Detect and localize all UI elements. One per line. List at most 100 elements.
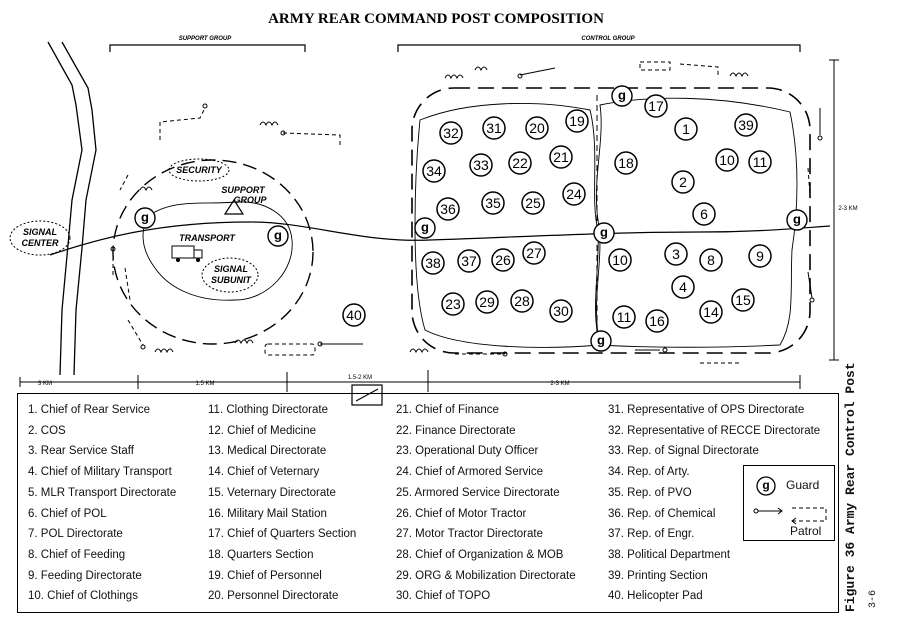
position-marker-number: 33 [473, 157, 489, 173]
position-marker-number: 6 [700, 206, 708, 222]
legend-item: 14. Chief of Veternary [208, 466, 320, 479]
legend-item: 6. Chief of POL [28, 507, 107, 520]
boundary-line [61, 41, 97, 376]
position-marker: 32 [439, 121, 463, 145]
position-marker-number: 32 [443, 125, 459, 141]
guard-key-label: Guard [786, 478, 820, 492]
position-marker-number: 2 [679, 174, 687, 190]
position-marker-number: 28 [514, 293, 530, 309]
guard-post: g [590, 330, 612, 352]
legend-item: 27. Motor Tractor Directorate [396, 528, 543, 541]
position-marker-number: 38 [425, 255, 441, 271]
position-marker: 3 [664, 242, 688, 266]
position-marker: 22 [508, 151, 532, 175]
position-marker-number: 21 [553, 149, 569, 165]
legend-item: 39. Printing Section [608, 569, 708, 582]
position-marker-number: 31 [486, 120, 502, 136]
position-marker: 40 [342, 303, 366, 327]
position-marker: 10 [715, 148, 739, 172]
position-marker: 36 [436, 197, 460, 221]
guard-post: g [786, 209, 808, 231]
position-marker: 15 [731, 288, 755, 312]
position-marker-number: 34 [426, 163, 442, 179]
legend-item: 1. Chief of Rear Service [28, 404, 151, 416]
svg-text:g: g [793, 212, 801, 227]
legend-item: 17. Chief of Quarters Section [208, 528, 357, 541]
position-marker-number: 36 [440, 201, 456, 217]
position-marker-number: 30 [553, 303, 569, 319]
position-marker-number: 27 [526, 245, 542, 261]
legend-item: 7. POL Directorate [28, 528, 123, 541]
position-marker-number: 17 [648, 98, 664, 114]
legend-item: 8. Chief of Feeding [28, 548, 126, 561]
position-marker-number: 39 [738, 117, 754, 133]
guard-key-icon [756, 476, 776, 496]
position-marker: 4 [671, 275, 695, 299]
legend-column: 1. Chief of Rear Service 2. COS 3. Rear … [28, 400, 176, 607]
distance-label: 2-3 KM [838, 206, 857, 212]
position-marker-number: 1 [682, 121, 690, 137]
legend-item: 32. Representative of RECCE Directorate [608, 424, 821, 437]
svg-text:g: g [274, 228, 282, 243]
guard-post: g [267, 225, 289, 247]
control-group-bracket [397, 44, 801, 52]
control-group-label: CONTROL GROUP [581, 36, 635, 42]
legend-column: 31. Representative of OPS Directorate 32… [608, 400, 820, 607]
position-marker-number: 15 [735, 292, 751, 308]
position-marker: 29 [475, 290, 499, 314]
distance-label: 2-3 KM [550, 381, 569, 387]
legend-column: 21. Chief of Finance 22. Finance Directo… [396, 400, 576, 607]
legend-item: 30. Chief of TOPO [396, 590, 491, 603]
legend-column: 11. Clothing Directorate 12. Chief of Me… [208, 400, 356, 607]
svg-text:g: g [141, 210, 149, 225]
position-marker-number: 8 [707, 252, 715, 268]
svg-text:g: g [618, 88, 626, 103]
barbed-wire [139, 66, 749, 354]
legend-item: 31. Representative of OPS Directorate [608, 404, 805, 416]
guard-post: g [134, 207, 156, 229]
position-marker: 35 [481, 191, 505, 215]
signal-center-label: SIGNAL [23, 227, 57, 237]
position-marker: 14 [699, 300, 723, 324]
legend-item: 29. ORG & Mobilization Directorate [396, 569, 576, 582]
legend-item: 18. Quarters Section [208, 548, 314, 561]
position-marker-number: 3 [672, 246, 680, 262]
legend-item: 2. COS [28, 424, 66, 437]
position-marker: 18 [614, 151, 638, 175]
position-marker-number: 29 [479, 294, 495, 310]
position-marker: 23 [441, 292, 465, 316]
legend-box: 1. Chief of Rear Service 2. COS 3. Rear … [17, 393, 839, 613]
position-marker-number: 16 [649, 313, 665, 329]
position-marker: 9 [748, 244, 772, 268]
support-group-unit-label: GROUP [233, 195, 267, 205]
position-marker-number: 22 [512, 155, 528, 171]
legend-item: 34. Rep. of Arty. [608, 466, 690, 479]
position-marker: 6 [692, 202, 716, 226]
legend-item: 13. Medical Directorate [208, 445, 327, 458]
legend-item: 19. Chief of Personnel [208, 569, 322, 582]
position-marker: 39 [734, 113, 758, 137]
position-marker-number: 20 [529, 120, 545, 136]
svg-text:g: g [600, 225, 608, 240]
svg-text:g: g [597, 333, 605, 348]
position-marker: 17 [644, 94, 668, 118]
figure-caption: Figure 36 Army Rear Control Post [843, 362, 858, 612]
position-marker: 16 [645, 309, 669, 333]
signal-subunit-label: SUBUNIT [211, 275, 253, 285]
position-marker-number: 37 [461, 253, 477, 269]
security-unit-label: SECURITY [176, 165, 223, 175]
legend-item: 33. Rep. of Signal Directorate [608, 445, 759, 458]
position-marker: 24 [562, 182, 586, 206]
legend-item: 28. Chief of Organization & MOB [396, 548, 564, 561]
legend-item: 38. Political Department [608, 548, 731, 561]
legend-item: 23. Operational Duty Officer [396, 445, 539, 458]
position-marker-number: 4 [679, 279, 687, 295]
position-marker: 33 [469, 153, 493, 177]
legend-item: 11. Clothing Directorate [208, 404, 328, 416]
support-group-label: SUPPORT GROUP [179, 36, 233, 42]
position-marker: 28 [510, 289, 534, 313]
woods-outline [595, 97, 798, 348]
support-group-perimeter [112, 159, 314, 345]
position-marker: 31 [482, 116, 506, 140]
symbol-key: g Guard Patrol [743, 465, 835, 541]
